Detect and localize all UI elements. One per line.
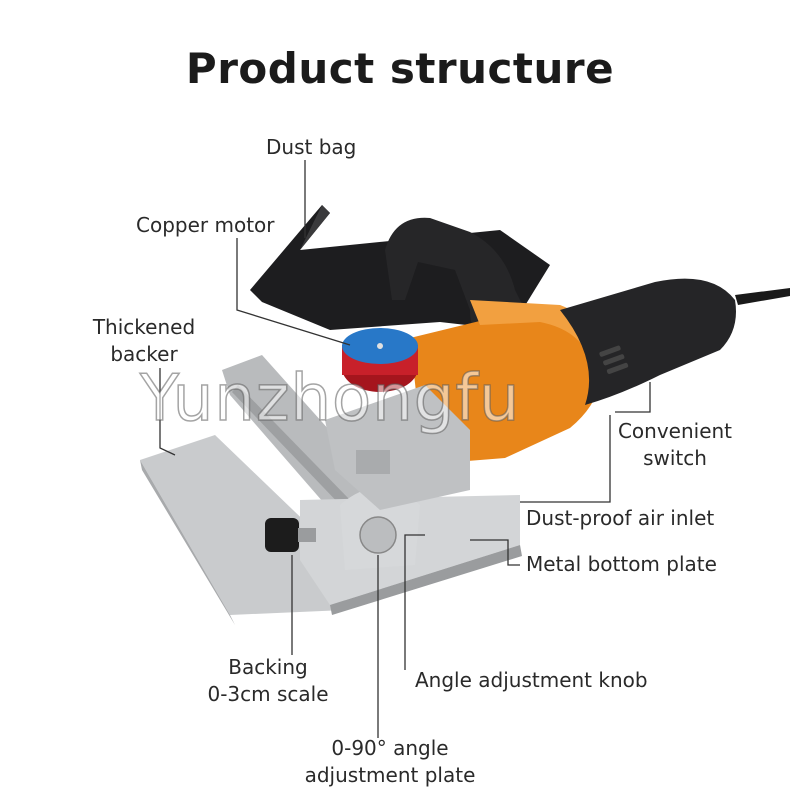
label-backing-scale-line2: 0-3cm scale: [207, 682, 329, 706]
chassis-shape: [325, 385, 470, 510]
metal-fence-shape: [222, 355, 365, 510]
leader-lines: [159, 160, 651, 738]
rear-grip-shape: [560, 278, 790, 405]
label-dust-proof-air-inlet: Dust-proof air inlet: [526, 506, 715, 530]
label-backing-scale-line1: Backing: [228, 655, 308, 679]
label-copper-motor: Copper motor: [136, 213, 275, 237]
leader-thickened-backer: [159, 368, 176, 456]
leader-dust-proof-air-inlet: [520, 415, 611, 503]
leader-angle-knob: [404, 534, 425, 670]
angle-dial-shape: [340, 487, 420, 570]
label-thickened-backer-line2: backer: [110, 342, 178, 366]
label-angle-plate-line2: adjustment plate: [304, 763, 476, 787]
label-angle-plate-line1: 0-90° angle: [331, 736, 449, 760]
label-thickened-backer-line1: Thickened: [92, 315, 196, 339]
leader-copper-motor: [236, 238, 351, 346]
depth-knob-shape: [265, 518, 316, 552]
leader-metal-bottom-plate: [470, 539, 520, 566]
label-convenient-switch-line1: Convenient: [617, 419, 733, 443]
label-metal-bottom-plate: Metal bottom plate: [526, 552, 717, 576]
label-angle-adjustment-knob: Angle adjustment knob: [415, 668, 648, 692]
label-convenient-switch-line2: switch: [643, 446, 707, 470]
page-title: Product structure: [185, 44, 615, 93]
leader-convenient-switch: [615, 382, 651, 413]
watermark-text: Yunzhongfu: [139, 361, 521, 437]
copper-motor-cap-shape: [342, 328, 418, 392]
label-dust-bag: Dust bag: [266, 135, 357, 159]
